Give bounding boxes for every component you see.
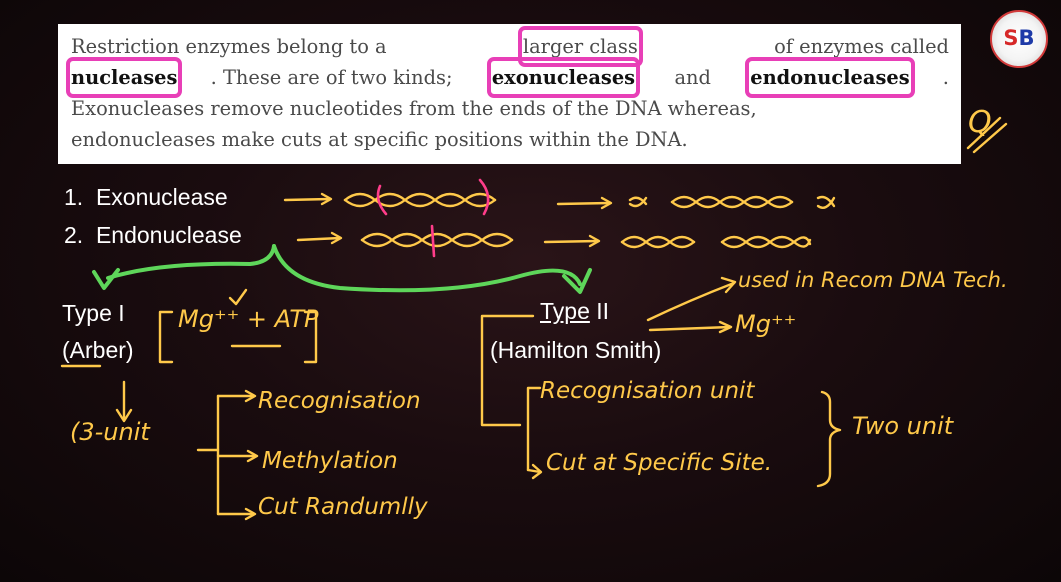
mg-arrow bbox=[648, 320, 733, 334]
margin-slash-marks bbox=[966, 116, 1008, 154]
three-unit-label: (3-unit bbox=[70, 418, 150, 446]
excerpt-text: . bbox=[942, 66, 949, 89]
type1-bracket bbox=[158, 310, 318, 364]
arrow-exo-result bbox=[556, 196, 613, 210]
arrow-to-type1 bbox=[106, 244, 276, 280]
type2-word: Type bbox=[540, 298, 590, 324]
type1-label: Type I bbox=[62, 300, 125, 326]
atp-underline-and-check bbox=[228, 288, 282, 348]
excerpt-text: . These are of two kinds; bbox=[210, 66, 459, 89]
cut-specific-site-label: Cut at Specific Site. bbox=[546, 450, 773, 476]
excerpt-text: Exonucleases remove nucleotides from the… bbox=[71, 97, 757, 120]
methylation-label: Methylation bbox=[262, 448, 398, 474]
item-endonuclease: 2. Endonuclease bbox=[64, 222, 242, 248]
nucleotide-fragment-right bbox=[816, 195, 836, 209]
logo-initials: SB bbox=[1003, 26, 1035, 50]
type1-person: (Arber) bbox=[62, 337, 134, 363]
excerpt-text: endonucleases make cuts at specific posi… bbox=[71, 128, 688, 151]
recognisation-unit-label: Recognisation unit bbox=[540, 378, 755, 404]
arrow-to-type2-head bbox=[562, 268, 592, 294]
type2-cofactor: Mg⁺⁺ bbox=[735, 310, 797, 338]
arrow-endo-result bbox=[543, 234, 601, 248]
highlight-nucleases: nucleases bbox=[65, 57, 183, 98]
dna-helix-trimmed bbox=[670, 195, 794, 209]
cut-randomly-label: Cut Randumlly bbox=[258, 494, 428, 520]
three-unit-branch bbox=[196, 389, 259, 521]
excerpt-line-3: Exonucleases remove nucleotides from the… bbox=[71, 93, 949, 124]
excerpt-text: of enzymes called bbox=[767, 35, 949, 58]
recognisation-label: Recognisation bbox=[258, 388, 421, 414]
highlight-endonucleases: endonucleases bbox=[745, 57, 915, 98]
used-in-arrow bbox=[646, 276, 737, 322]
two-unit-brace bbox=[816, 390, 842, 488]
excerpt-text: and bbox=[668, 66, 718, 89]
type2-bracket bbox=[480, 314, 535, 427]
arrow-exonuclease bbox=[283, 192, 333, 206]
endo-cut-mark bbox=[430, 224, 436, 258]
type2-unit-branch bbox=[526, 386, 543, 480]
excerpt-line-1: Restriction enzymes belong to a larger c… bbox=[71, 26, 949, 67]
down-arrow-type1 bbox=[115, 380, 133, 423]
item-exonuclease: 1. Exonuclease bbox=[64, 184, 228, 210]
nucleotide-fragment-left bbox=[628, 196, 648, 208]
dna-fragment-1 bbox=[620, 235, 696, 249]
arrow-to-type2 bbox=[272, 244, 582, 293]
highlight-exonucleases: exonucleases bbox=[486, 57, 641, 98]
exo-cut-mark-left bbox=[376, 184, 388, 216]
dna-fragment-2 bbox=[720, 235, 812, 249]
brand-logo: SB bbox=[990, 10, 1048, 68]
used-in-recombinant-label: used in Recom DNA Tech. bbox=[738, 268, 1008, 292]
arrow-endonuclease bbox=[296, 231, 343, 245]
excerpt-text: Restriction enzymes belong to a bbox=[71, 35, 393, 58]
dna-helix-intact-1 bbox=[343, 192, 497, 208]
type2-numeral: II bbox=[589, 298, 610, 324]
type1-cofactors: Mg⁺⁺ + ATP bbox=[178, 305, 319, 333]
dna-helix-intact-2 bbox=[360, 232, 514, 248]
type2-label: Type II bbox=[540, 298, 609, 325]
type2-person: (Hamilton Smith) bbox=[490, 337, 662, 363]
exo-cut-mark-right bbox=[478, 178, 490, 216]
arrow-to-type1-head bbox=[92, 268, 120, 290]
two-unit-label: Two unit bbox=[852, 412, 954, 440]
excerpt-line-4: endonucleases make cuts at specific posi… bbox=[71, 124, 949, 155]
highlight-larger-class: larger class bbox=[517, 26, 643, 67]
textbook-excerpt: Restriction enzymes belong to a larger c… bbox=[58, 24, 961, 164]
excerpt-line-2: nucleases . These are of two kinds; exon… bbox=[65, 57, 949, 98]
